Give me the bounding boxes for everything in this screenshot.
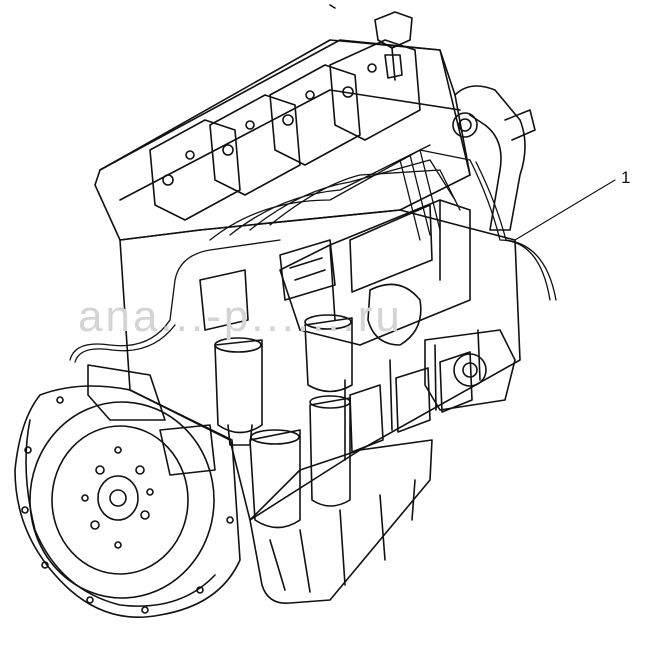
flywheel-housing	[14, 385, 241, 618]
fuel-filter	[214, 337, 301, 529]
callout-leader-line	[514, 179, 616, 241]
intake-pipe	[452, 85, 536, 231]
cylinder-head	[94, 39, 471, 241]
oil-filter	[304, 314, 353, 507]
callout-label-1: 1	[621, 168, 631, 187]
fuel-injection-pump	[279, 199, 471, 346]
oil-sump	[249, 439, 433, 604]
accessory-pump	[367, 283, 516, 411]
wiring-harness	[69, 159, 557, 363]
watermark: ana...-p.......ru	[78, 292, 403, 341]
engine-mount	[87, 364, 216, 476]
flywheel	[29, 401, 215, 599]
connector-bracket	[199, 239, 336, 331]
injector-lines	[209, 144, 471, 241]
top-fitting	[329, 4, 413, 81]
valve-covers	[149, 39, 421, 221]
